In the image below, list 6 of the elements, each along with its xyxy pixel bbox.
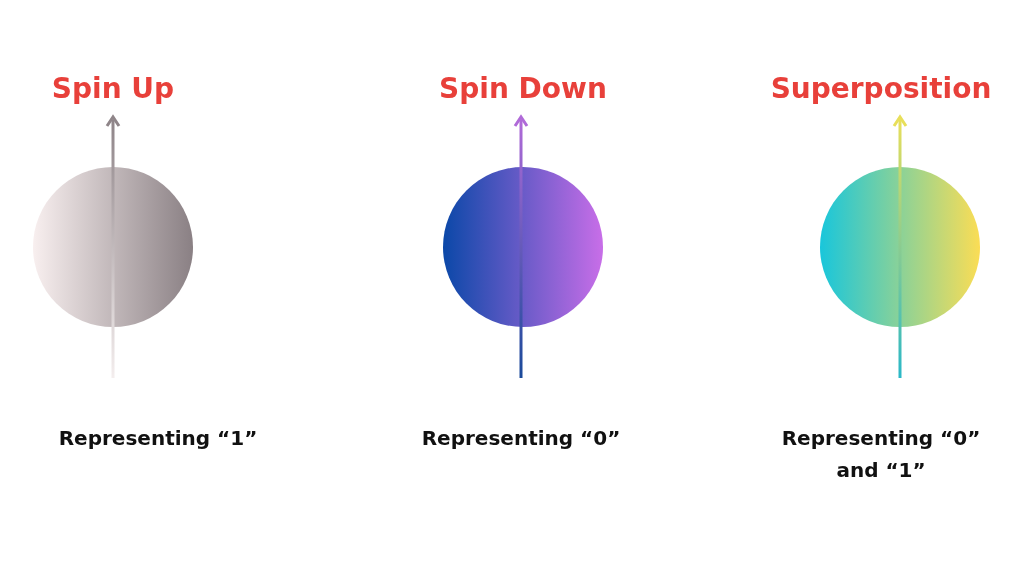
heading: Superposition <box>770 72 992 105</box>
caption-text: Representing “0” and “1” <box>781 425 981 484</box>
caption-text: Representing “0” <box>421 425 621 452</box>
heading: Spin Up <box>51 72 175 105</box>
caption-text: Representing “1” <box>58 425 258 452</box>
heading: Spin Down <box>439 72 607 105</box>
